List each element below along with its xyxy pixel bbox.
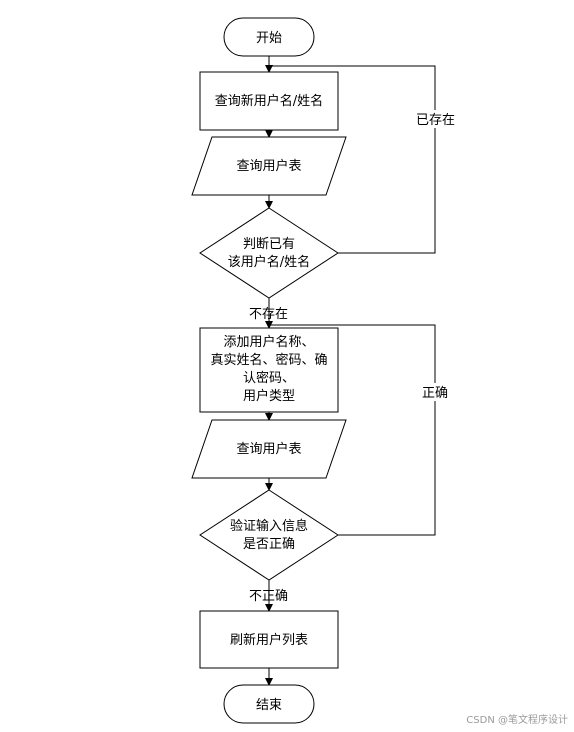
add-info-process (199, 327, 339, 413)
end-label: 结束 (256, 698, 282, 713)
query-table-label-1: 查询用户表 (236, 158, 301, 174)
decision-exists (199, 207, 339, 299)
query-name-label: 查询新用户名/姓名 (215, 93, 323, 109)
start-label: 开始 (256, 31, 282, 46)
decision-exists-line-2: 该用户名/姓名 (228, 254, 310, 270)
decision-valid-line-1: 验证输入信息 (230, 518, 308, 534)
end-terminal (223, 684, 315, 724)
query-table-io-1 (191, 136, 347, 196)
decision-exists-line-1: 判断已有 (243, 237, 295, 252)
start-terminal (223, 17, 315, 57)
query-table-io-2 (191, 419, 347, 479)
decision-valid (199, 489, 339, 581)
refresh-process (199, 610, 339, 669)
add-info-line-4: 用户类型 (243, 388, 295, 404)
edge-correct-loop (269, 324, 436, 536)
edge-label-exists: 已存在 (416, 113, 455, 128)
add-info-line-3: 认密码、 (243, 370, 295, 386)
query-table-label-2: 查询用户表 (236, 441, 301, 457)
add-info-line-1: 添加用户名称、 (223, 334, 314, 350)
edge-label-incorrect: 不正确 (249, 589, 288, 604)
add-info-line-2: 真实姓名、密码、确 (210, 352, 327, 368)
refresh-label: 刷新用户列表 (230, 632, 308, 648)
query-name-process (199, 71, 339, 131)
decision-valid-line-2: 是否正确 (243, 537, 295, 552)
edge-exists-loop (269, 65, 436, 254)
edge-label-not-exists: 不存在 (249, 307, 288, 322)
csdn-watermark: CSDN @笔文程序设计 (466, 715, 568, 726)
edge-label-correct: 正确 (422, 386, 448, 401)
